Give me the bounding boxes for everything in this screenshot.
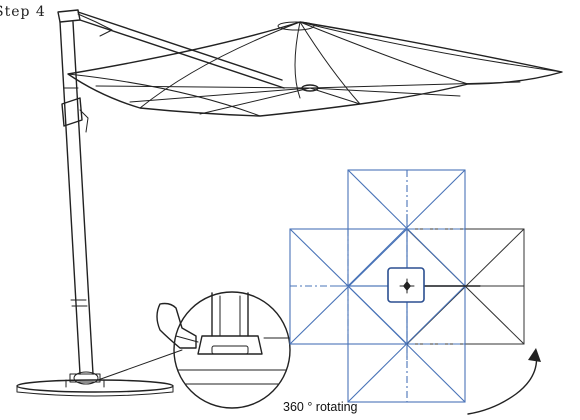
detail-leader-line	[97, 349, 183, 381]
rotation-label: 360 ° rotating	[283, 400, 358, 414]
umbrella-pole	[59, 21, 94, 375]
step-title: Step 4	[0, 4, 46, 20]
umbrella-canopy	[67, 21, 563, 117]
rotation-arrow-icon	[467, 348, 541, 415]
umbrella-base	[16, 373, 174, 397]
crank-handle	[61, 97, 89, 133]
rotation-plan-diagram	[289, 169, 541, 415]
cantilever-umbrella	[16, 9, 563, 397]
pole-center-block	[387, 267, 425, 303]
pedal-detail-callout	[156, 291, 291, 409]
cantilever-arm	[77, 11, 285, 89]
detail-marker	[73, 371, 99, 385]
